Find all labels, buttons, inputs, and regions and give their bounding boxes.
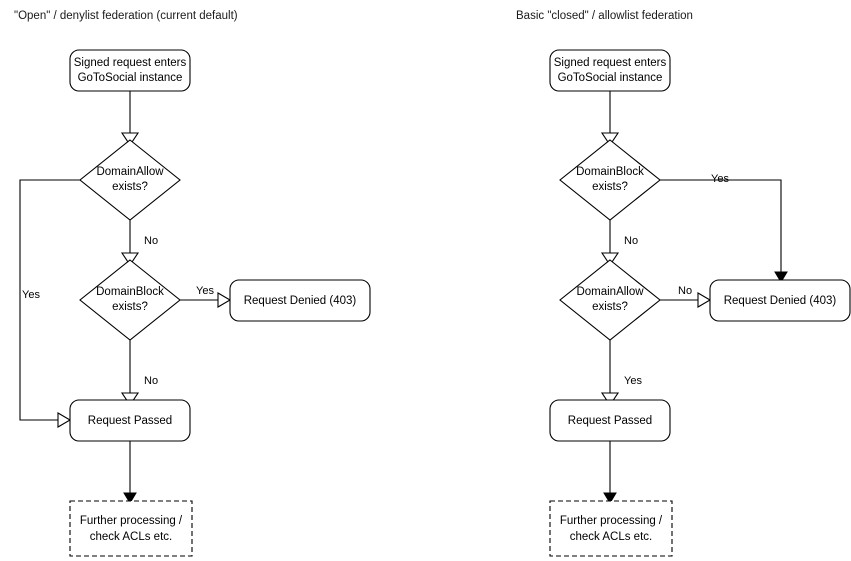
node-decision-domainallow-allowlist: DomainAllow exists? (559, 259, 661, 341)
arrowhead-open (697, 292, 712, 308)
node-start-allowlist: Signed request enters GoToSocial instanc… (549, 49, 671, 92)
edge-line (19, 179, 80, 421)
edge-label-no: No (624, 235, 638, 247)
edge-domainblock-yes-to-denied: Yes (180, 285, 232, 308)
arrowhead-filled (603, 492, 617, 504)
edge-label-yes: Yes (711, 173, 729, 185)
edge-passed-to-further-allowlist (603, 441, 617, 504)
arrowhead-open (600, 392, 620, 406)
node-further-line2: check ACLs etc. (90, 531, 172, 543)
edge-domainallow-no-to-denied: No (660, 285, 712, 308)
node-decision-line2: exists? (592, 301, 628, 313)
arrowhead-open (120, 252, 140, 266)
arrowhead-open (57, 412, 72, 428)
node-decision-shape (559, 139, 661, 221)
node-start-line2: GoToSocial instance (558, 72, 663, 84)
edge-label-no: No (144, 235, 158, 247)
arrowhead-open (120, 392, 140, 406)
edge-domainallow-no-to-domainblock: No (120, 220, 158, 266)
edge-domainblock-no-to-passed: No (120, 340, 158, 406)
node-start-denylist: Signed request enters GoToSocial instanc… (69, 49, 191, 92)
edge-label-no: No (678, 285, 692, 297)
node-request-denied-allowlist: Request Denied (403) (709, 279, 851, 322)
node-passed-label: Request Passed (88, 415, 172, 427)
node-further-processing-allowlist: Further processing / check ACLs etc. (549, 500, 673, 557)
edge-start-to-domainallow (120, 91, 140, 146)
edge-label-yes: Yes (22, 289, 40, 301)
node-denied-shape (709, 279, 851, 322)
node-denied-label: Request Denied (403) (724, 295, 837, 307)
node-denied-label: Request Denied (403) (244, 295, 357, 307)
node-request-passed-allowlist: Request Passed (549, 399, 671, 442)
node-denied-shape (229, 279, 371, 322)
edge-label-no: No (144, 375, 158, 387)
arrowhead-open (120, 132, 140, 146)
diagram-allowlist: Basic "closed" / allowlist federation Si… (516, 10, 851, 557)
diagram-title-denylist: "Open" / denylist federation (current de… (14, 10, 238, 22)
node-decision-line1: DomainBlock (576, 166, 644, 178)
node-decision-line1: DomainAllow (96, 166, 164, 178)
edge-domainblock-yes-to-denied: Yes (660, 173, 788, 283)
node-decision-line2: exists? (112, 301, 148, 313)
node-decision-domainblock-allowlist: DomainBlock exists? (559, 139, 661, 221)
node-further-shape (69, 500, 193, 557)
node-request-denied-denylist: Request Denied (403) (229, 279, 371, 322)
diagram-title-allowlist: Basic "closed" / allowlist federation (516, 10, 693, 22)
diagram-denylist: "Open" / denylist federation (current de… (14, 10, 371, 557)
node-start-line1: Signed request enters (74, 57, 187, 69)
node-decision-shape (79, 259, 181, 341)
node-further-shape (549, 500, 673, 557)
node-further-processing-denylist: Further processing / check ACLs etc. (69, 500, 193, 557)
edge-label-yes: Yes (624, 375, 642, 387)
node-decision-shape (559, 259, 661, 341)
node-start-line2: GoToSocial instance (78, 72, 183, 84)
node-further-line2: check ACLs etc. (570, 531, 652, 543)
edge-label-yes: Yes (196, 285, 214, 297)
arrowhead-open (600, 132, 620, 146)
arrowhead-filled (774, 271, 788, 283)
node-further-line1: Further processing / (560, 515, 663, 527)
edge-start-to-domainblock (600, 91, 620, 146)
arrowhead-open (217, 292, 232, 308)
edge-domainallow-yes-to-passed: Yes (600, 340, 642, 406)
node-decision-line1: DomainAllow (576, 286, 644, 298)
node-further-line1: Further processing / (80, 515, 183, 527)
node-decision-line2: exists? (592, 181, 628, 193)
node-decision-domainallow-denylist: DomainAllow exists? (79, 139, 181, 221)
edge-line (660, 179, 782, 273)
edge-domainblock-no-to-domainallow: No (600, 220, 638, 266)
arrowhead-open (600, 252, 620, 266)
arrowhead-filled (123, 492, 137, 504)
node-decision-domainblock-denylist: DomainBlock exists? (79, 259, 181, 341)
edge-domainallow-yes-to-passed: Yes (19, 179, 80, 428)
node-decision-shape (79, 139, 181, 221)
edge-passed-to-further-denylist (123, 441, 137, 504)
node-passed-label: Request Passed (568, 415, 652, 427)
node-request-passed-denylist: Request Passed (69, 399, 191, 442)
node-decision-line1: DomainBlock (96, 286, 164, 298)
node-decision-line2: exists? (112, 181, 148, 193)
node-start-line1: Signed request enters (554, 57, 667, 69)
